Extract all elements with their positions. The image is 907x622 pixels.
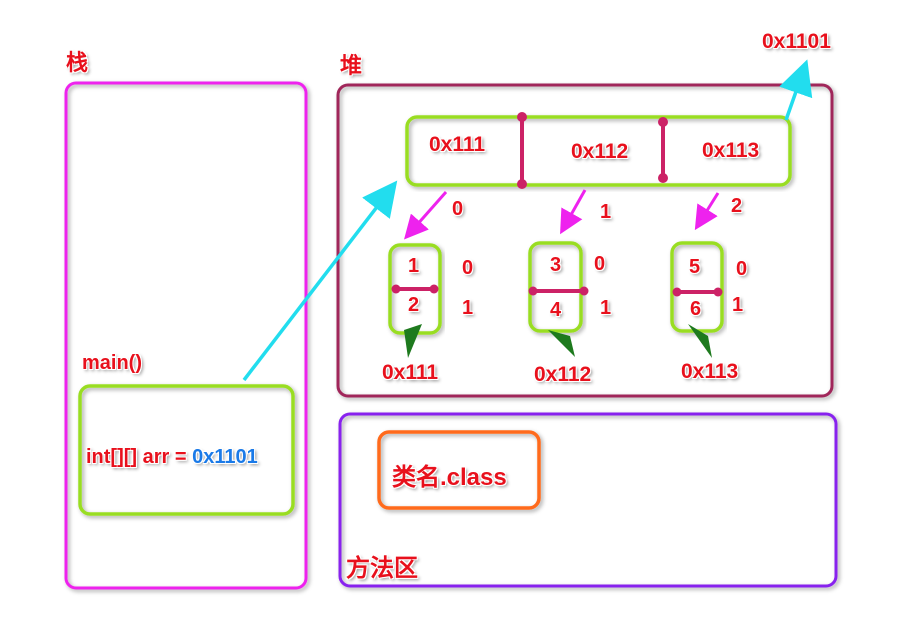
inner-array-1-address-wedge bbox=[548, 330, 575, 357]
method-area-region bbox=[338, 412, 838, 588]
stack-label: 栈 bbox=[66, 50, 89, 75]
inner-1-index-0: 0 bbox=[594, 253, 606, 275]
inner-2-index-0: 0 bbox=[736, 258, 748, 280]
inner-0-index-1: 1 bbox=[462, 297, 474, 319]
array-variable-text: int[][] arr = bbox=[86, 446, 193, 468]
outer-divider-2-top-dot bbox=[658, 117, 668, 127]
inner-array-2-address-wedge bbox=[688, 324, 712, 358]
index-arrow-1 bbox=[560, 189, 587, 235]
inner-2-index-1: 1 bbox=[732, 294, 744, 316]
inner-1-value-1: 4 bbox=[550, 299, 562, 321]
inner-array-1-divider-left-dot bbox=[528, 286, 538, 296]
outer-divider-1-bottom-dot bbox=[517, 179, 527, 189]
inner-array-2-divider-left-dot bbox=[672, 287, 682, 297]
array-variable-declaration: int[][] arr = 0x1101 bbox=[86, 446, 258, 469]
inner-2-value-1: 6 bbox=[690, 298, 702, 320]
inner-array-2-divider-right-dot bbox=[713, 287, 723, 297]
method-area-label: 方法区 bbox=[346, 555, 418, 582]
inner-array-1-divider-right-dot bbox=[579, 286, 589, 296]
outer-divider-2-bottom-dot bbox=[658, 173, 668, 183]
inner-2-address: 0x113 bbox=[681, 360, 739, 383]
outer-index-1: 1 bbox=[600, 201, 612, 223]
outer-slot-0: 0x111 bbox=[429, 133, 486, 156]
inner-array-0-address-wedge bbox=[404, 324, 422, 358]
inner-array-1 bbox=[528, 241, 583, 333]
stack-region bbox=[64, 81, 308, 590]
inner-0-value-0: 1 bbox=[408, 255, 420, 277]
inner-0-index-0: 0 bbox=[462, 257, 474, 279]
inner-0-value-1: 2 bbox=[408, 294, 420, 316]
index-arrow-0 bbox=[404, 191, 448, 240]
arr-reference-arrow bbox=[242, 180, 398, 382]
outer-index-0: 0 bbox=[452, 198, 464, 220]
inner-2-value-0: 5 bbox=[689, 256, 701, 278]
outer-index-2: 2 bbox=[731, 195, 743, 217]
outer-address-arrow bbox=[779, 59, 813, 121]
inner-array-0-divider-left-dot bbox=[391, 284, 401, 294]
outer-slot-2: 0x113 bbox=[702, 139, 760, 162]
inner-1-value-0: 3 bbox=[550, 254, 562, 276]
inner-1-address: 0x112 bbox=[534, 363, 592, 386]
inner-0-address: 0x111 bbox=[382, 361, 439, 384]
outer-array bbox=[405, 115, 792, 187]
heap-region bbox=[336, 83, 834, 398]
inner-1-index-1: 1 bbox=[600, 297, 612, 319]
array-variable-value: 0x1101 bbox=[192, 446, 258, 468]
main-frame bbox=[78, 384, 295, 516]
index-arrow-2 bbox=[694, 192, 720, 231]
heap-label: 堆 bbox=[340, 53, 363, 78]
main-frame-label: main() bbox=[82, 352, 142, 374]
class-box bbox=[377, 430, 541, 510]
inner-array-0-divider-right-dot bbox=[429, 284, 439, 294]
outer-slot-1: 0x112 bbox=[571, 140, 629, 163]
outer-array-address: 0x1101 bbox=[762, 30, 831, 53]
outer-divider-1-top-dot bbox=[517, 112, 527, 122]
class-label: 类名.class bbox=[392, 464, 507, 491]
